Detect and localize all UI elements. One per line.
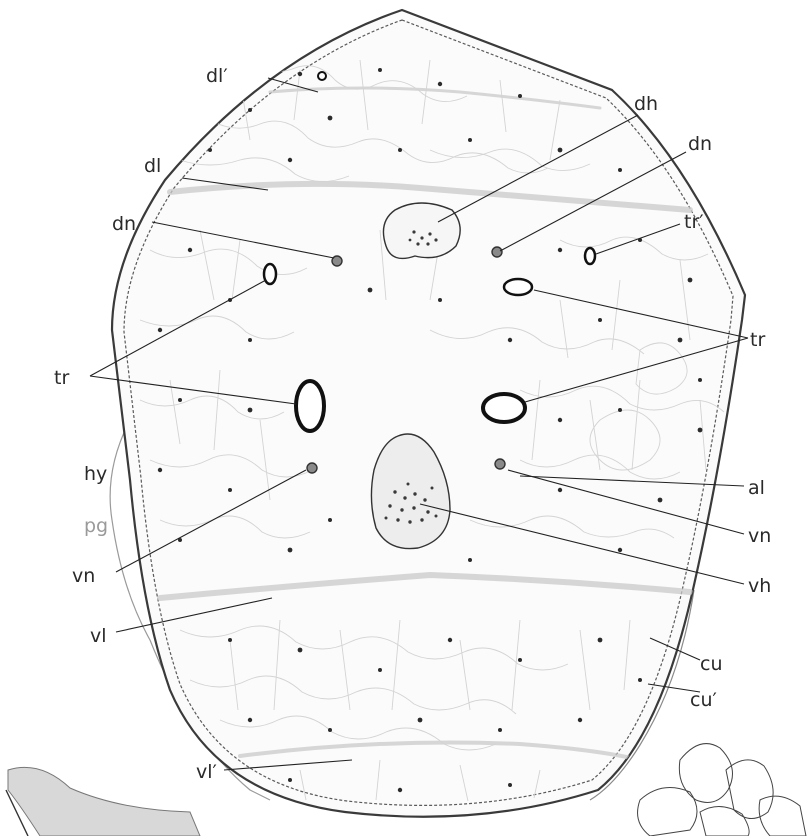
label-dn-left: dn xyxy=(112,213,136,235)
dorsal-heart xyxy=(383,203,460,258)
trachea-left-lower xyxy=(296,381,324,431)
trachea-prime xyxy=(585,248,595,264)
trachea-left-upper xyxy=(264,264,276,284)
label-dn-right: dn xyxy=(688,133,712,155)
ventral-nerve-left xyxy=(307,463,317,473)
label-al: al xyxy=(748,477,765,499)
inset-tissue-strip xyxy=(8,767,200,836)
ventral-nerve-right xyxy=(495,459,505,469)
label-vl: vl xyxy=(90,625,107,647)
label-dl-prime: dl′ xyxy=(206,65,228,87)
label-hy: hy xyxy=(84,463,107,485)
label-vh: vh xyxy=(748,575,771,597)
inset-cells-right xyxy=(638,744,806,836)
trachea-right-lower xyxy=(483,394,525,422)
label-dl: dl xyxy=(144,155,161,177)
dorsal-nerve-right xyxy=(492,247,502,257)
label-cu: cu xyxy=(700,653,723,675)
label-dh: dh xyxy=(634,93,658,115)
label-cu-prime: cu′ xyxy=(690,689,717,711)
label-tr-right: tr xyxy=(750,329,765,351)
label-vl-prime: vl′ xyxy=(196,761,217,783)
label-tr-left: tr xyxy=(54,367,69,389)
label-vn-left: vn xyxy=(72,565,95,587)
label-pg: pg xyxy=(84,515,108,537)
trachea-right-upper xyxy=(504,279,532,295)
dl-prime-nucleus xyxy=(318,72,326,80)
label-vn-right: vn xyxy=(748,525,771,547)
label-tr-prime: tr′ xyxy=(684,211,704,233)
